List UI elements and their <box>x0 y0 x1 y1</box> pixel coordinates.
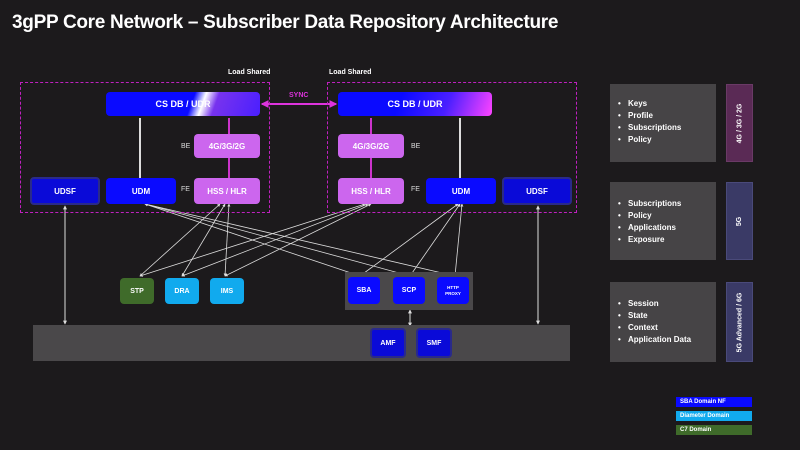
tag-legacy-label: 4G / 3G / 2G <box>736 103 743 143</box>
udsf-node-left[interactable]: UDSF <box>30 177 100 205</box>
legend-sba-domain: SBA Domain NF <box>676 397 752 407</box>
panel-item: Policy <box>618 210 716 222</box>
panel-item: Exposure <box>618 234 716 246</box>
legend-c7-domain: C7 Domain <box>676 425 752 435</box>
panel-item: Session <box>618 298 716 310</box>
panel-item: Applications <box>618 222 716 234</box>
scp-node[interactable]: SCP <box>393 277 425 304</box>
udsf-node-right[interactable]: UDSF <box>502 177 572 205</box>
panel-item: Profile <box>618 110 716 122</box>
http-proxy-node[interactable]: HTTP PROXY <box>437 277 469 304</box>
panel-item: Context <box>618 322 716 334</box>
page-title: 3gPP Core Network – Subscriber Data Repo… <box>12 12 559 33</box>
tag-6g: 5G Advanced / 6G <box>726 282 753 362</box>
panel-item: Keys <box>618 98 716 110</box>
fe-label-left: FE <box>181 186 190 193</box>
panel-item: State <box>618 310 716 322</box>
be-label-right: BE <box>411 143 421 150</box>
left-site-group <box>20 82 270 213</box>
tag-5g: 5G <box>726 182 753 260</box>
legacy-be-node-left[interactable]: 4G/3G/2G <box>194 134 260 158</box>
csdb-udr-right[interactable]: CS DB / UDR <box>338 92 492 116</box>
info-panel-6g: Session State Context Application Data <box>610 282 716 362</box>
http-proxy-label-line2: PROXY <box>445 290 461 296</box>
panel-item: Application Data <box>618 334 716 346</box>
tag-5g-label: 5G <box>736 216 743 226</box>
info-panel-5g: Subscriptions Policy Applications Exposu… <box>610 182 716 260</box>
right-site-group <box>327 82 577 213</box>
info-panel-legacy: Keys Profile Subscriptions Policy <box>610 84 716 162</box>
dra-node[interactable]: DRA <box>165 278 199 304</box>
amf-node[interactable]: AMF <box>370 328 406 358</box>
be-label-left: BE <box>181 143 191 150</box>
smf-node[interactable]: SMF <box>416 328 452 358</box>
legend-diameter-domain: Diameter Domain <box>676 411 752 421</box>
sync-label: SYNC <box>289 92 309 99</box>
tag-6g-label: 5G Advanced / 6G <box>736 292 743 352</box>
hss-hlr-node-left[interactable]: HSS / HLR <box>194 178 260 204</box>
panel-item: Subscriptions <box>618 198 716 210</box>
panel-item: Policy <box>618 134 716 146</box>
udm-node-left[interactable]: UDM <box>106 178 176 204</box>
network-bus-bar <box>33 325 570 361</box>
load-shared-label-right: Load Shared <box>329 69 372 76</box>
csdb-udr-left[interactable]: CS DB / UDR <box>106 92 260 116</box>
tag-legacy: 4G / 3G / 2G <box>726 84 753 162</box>
load-shared-label-left: Load Shared <box>228 69 271 76</box>
stp-node[interactable]: STP <box>120 278 154 304</box>
http-proxy-label-line1: HTTP <box>447 284 459 290</box>
udm-node-right[interactable]: UDM <box>426 178 496 204</box>
ims-node[interactable]: IMS <box>210 278 244 304</box>
hss-hlr-node-right[interactable]: HSS / HLR <box>338 178 404 204</box>
sba-node[interactable]: SBA <box>348 277 380 304</box>
legacy-be-node-right[interactable]: 4G/3G/2G <box>338 134 404 158</box>
panel-item: Subscriptions <box>618 122 716 134</box>
fe-label-right: FE <box>411 186 420 193</box>
